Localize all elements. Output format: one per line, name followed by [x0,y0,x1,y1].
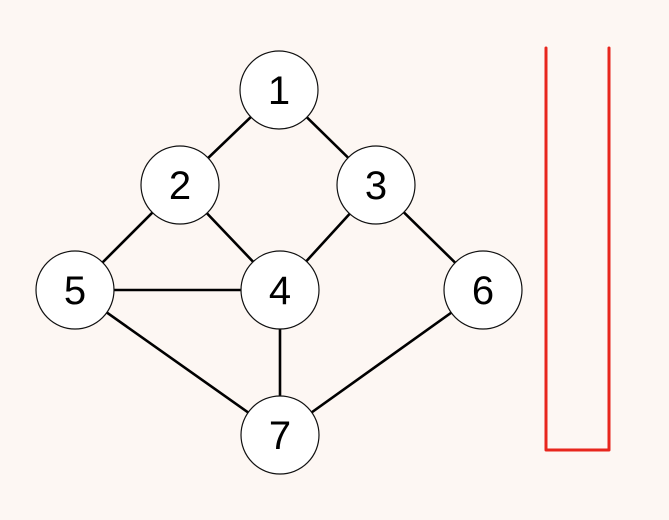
node-label-3: 3 [365,164,387,208]
node-2: 2 [140,145,220,225]
node-1: 1 [239,50,319,130]
node-6: 6 [443,250,523,330]
edge-5-7 [73,288,282,437]
node-circle-3 [336,145,416,225]
node-7: 7 [240,395,320,475]
node-5: 5 [35,250,115,330]
node-circle-5 [35,250,115,330]
node-3: 3 [336,145,416,225]
node-label-1: 1 [268,69,290,113]
empty-container [544,46,611,452]
node-4: 4 [240,250,320,330]
node-circle-1 [239,50,319,130]
nodes-layer: 1 2 3 4 5 6 7 [35,50,523,475]
node-label-6: 6 [472,269,494,313]
node-label-5: 5 [64,269,86,313]
node-circle-2 [140,145,220,225]
node-circle-7 [240,395,320,475]
node-label-7: 7 [269,414,291,458]
node-circle-6 [443,250,523,330]
node-label-2: 2 [169,164,191,208]
edge-6-7 [278,288,485,437]
node-circle-4 [240,250,320,330]
node-label-4: 4 [269,269,291,313]
